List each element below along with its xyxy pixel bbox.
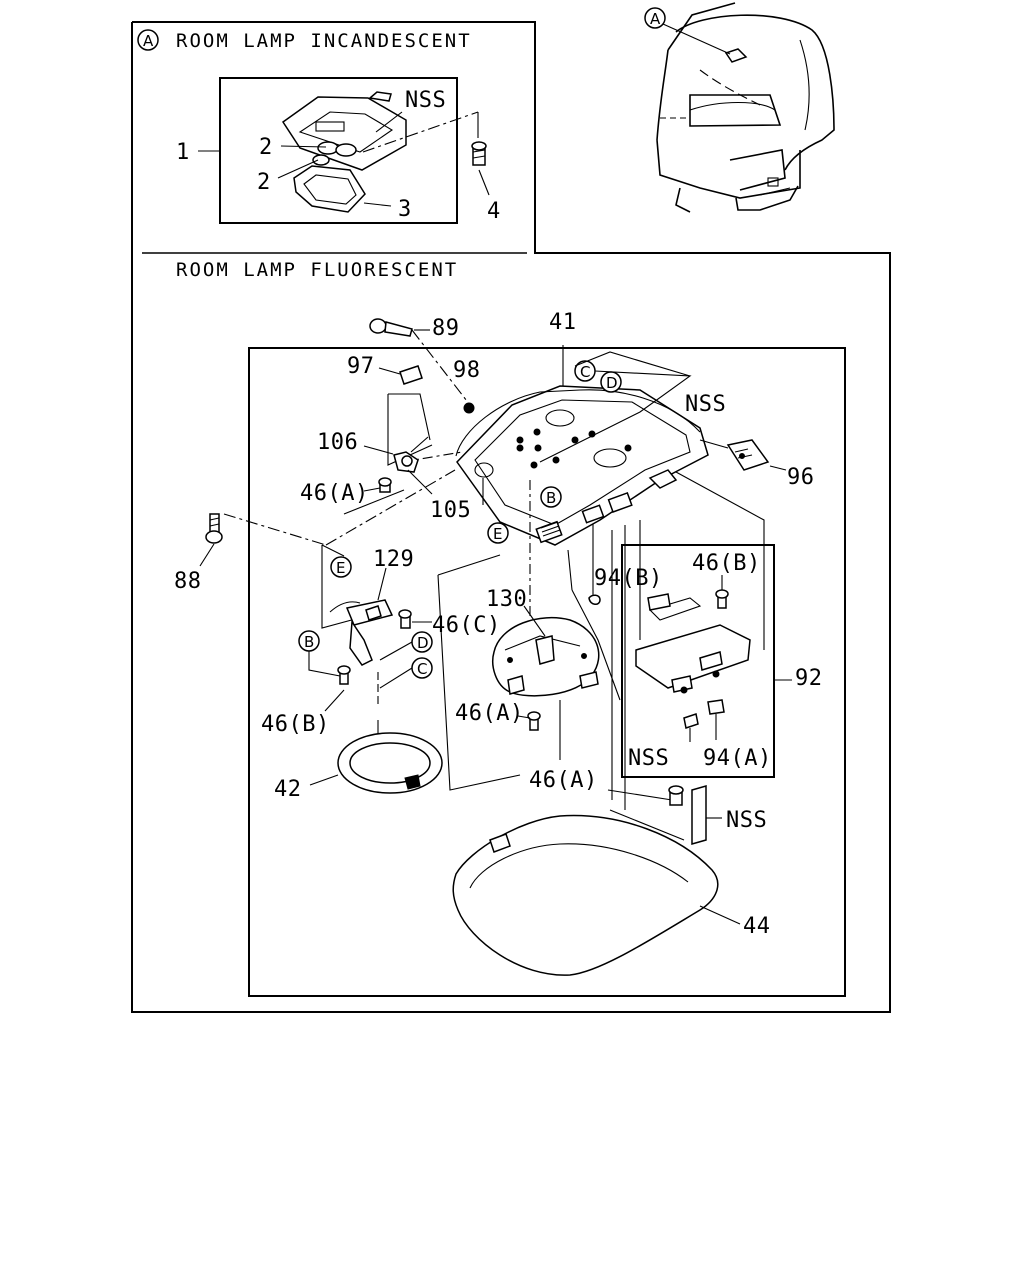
callout-42: 42 <box>274 777 302 802</box>
svg-text:D: D <box>606 374 618 392</box>
svg-text:A: A <box>650 10 661 28</box>
callout-nss-bracket: NSS <box>726 808 767 833</box>
frame-outline <box>131 21 891 1013</box>
screw-89 <box>369 318 430 337</box>
callout-41: 41 <box>549 310 577 335</box>
bracket-plate-130 <box>492 605 600 731</box>
screw-88 <box>199 513 223 567</box>
callout-44: 44 <box>743 914 771 939</box>
callout-46a-1: 46(A) <box>300 481 369 506</box>
svg-text:B: B <box>546 489 556 507</box>
callout-94b: 94(B) <box>594 566 663 591</box>
ceiling-panel-41 <box>455 385 709 546</box>
callout-130: 130 <box>486 587 527 612</box>
callout-nss-panel: NSS <box>685 392 726 417</box>
socket-harness-129 <box>324 567 432 712</box>
callout-105: 105 <box>430 498 471 523</box>
callout-nss-top: NSS <box>405 88 446 113</box>
svg-text:B: B <box>304 633 314 651</box>
callout-2b: 2 <box>257 170 271 195</box>
marker-circles: C D B E E B D C <box>298 351 692 689</box>
callout-129: 129 <box>373 547 414 572</box>
callout-94a: 94(A) <box>703 746 772 771</box>
truck-cab-illustration: A <box>644 2 835 213</box>
svg-text:E: E <box>336 559 345 577</box>
callout-46b-1: 46(B) <box>261 712 330 737</box>
callout-106: 106 <box>317 430 358 455</box>
callout-46a-3: 46(A) <box>529 768 598 793</box>
fluorescent-section-title: ROOM LAMP FLUORESCENT <box>176 259 458 281</box>
callout-88: 88 <box>174 569 202 594</box>
svg-text:E: E <box>493 525 502 543</box>
svg-text:D: D <box>417 634 429 652</box>
callout-labels: 1 2 2 3 4 NSS 89 41 97 98 NSS 106 46(A) … <box>174 88 823 939</box>
callout-1: 1 <box>176 140 190 165</box>
callout-3: 3 <box>398 197 412 222</box>
connection-lines <box>223 329 765 841</box>
incandescent-lamp-assembly <box>198 77 490 224</box>
callout-4: 4 <box>487 199 501 224</box>
fluorescent-tube-42 <box>309 732 443 794</box>
callout-46a-2: 46(A) <box>455 701 524 726</box>
incandescent-section-title: ROOM LAMP INCANDESCENT <box>176 30 472 52</box>
svg-text:C: C <box>417 660 427 678</box>
inverter-unit-92 <box>588 544 792 778</box>
bracket-lower <box>668 785 722 845</box>
callout-46b-2: 46(B) <box>692 551 761 576</box>
svg-text:A: A <box>143 32 154 50</box>
callout-46c: 46(C) <box>432 613 501 638</box>
section-a-marker: A <box>137 29 159 51</box>
callout-89: 89 <box>432 316 460 341</box>
svg-text:C: C <box>580 363 590 381</box>
lamp-socket-105-106 <box>363 436 494 505</box>
callout-92: 92 <box>795 666 823 691</box>
callout-2a: 2 <box>259 135 273 160</box>
callout-96: 96 <box>787 465 815 490</box>
callout-97: 97 <box>347 354 375 379</box>
clip-97 <box>378 365 423 385</box>
callout-98: 98 <box>453 358 481 383</box>
callout-nss-inverter: NSS <box>628 746 669 771</box>
bracket-96 <box>699 439 787 471</box>
lens-cover-44 <box>452 814 741 976</box>
